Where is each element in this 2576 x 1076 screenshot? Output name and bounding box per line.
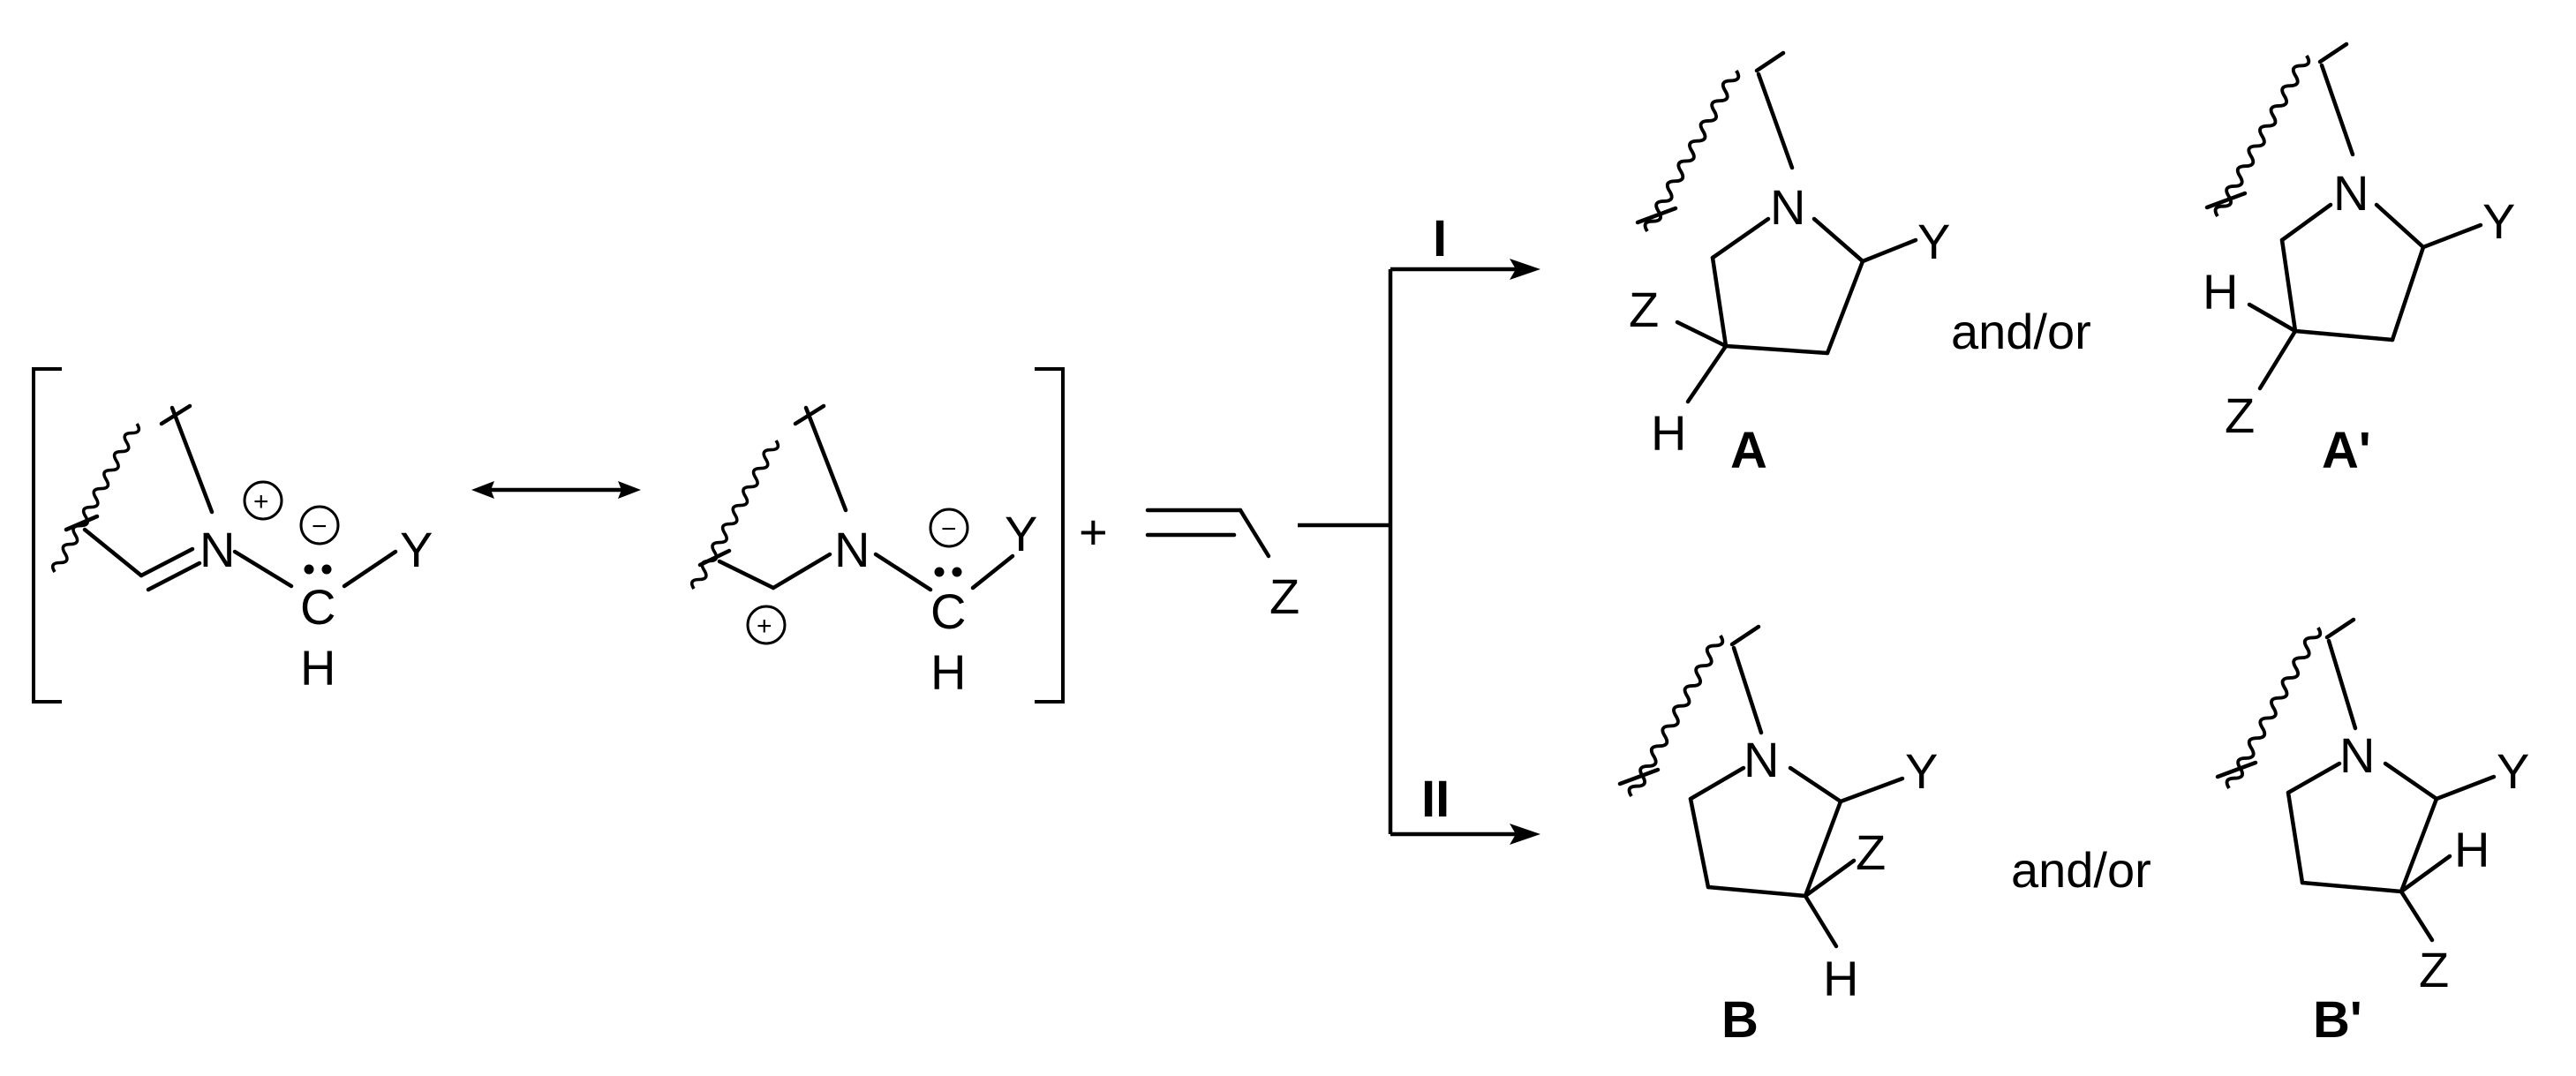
plus-sign: + bbox=[1079, 504, 1108, 560]
z-substituent: Z bbox=[1629, 282, 1659, 337]
product-label-B: B bbox=[1721, 991, 1759, 1049]
svg-text:−: − bbox=[312, 512, 328, 541]
cross-tick bbox=[697, 548, 732, 568]
svg-text:+: + bbox=[757, 612, 772, 641]
resonance-arrow bbox=[471, 481, 641, 499]
lone-pair-dot bbox=[934, 567, 945, 577]
positive-charge bbox=[243, 480, 283, 521]
z-substituent: Z bbox=[2419, 942, 2449, 997]
right-bracket bbox=[1035, 367, 1065, 704]
negative-charge bbox=[929, 508, 969, 548]
hydrogen-atom: H bbox=[2454, 822, 2489, 877]
nitrogen-atom: N bbox=[834, 522, 870, 577]
product-label-A-prime: A' bbox=[2322, 422, 2371, 479]
ylide-form-1: N + − C H Y bbox=[49, 403, 433, 696]
condition-II-label: II bbox=[1421, 771, 1450, 828]
product-B: N Y Z H B bbox=[1617, 624, 1938, 1049]
hydrogen-atom: H bbox=[300, 640, 335, 696]
y-substituent: Y bbox=[400, 522, 433, 577]
hydrogen-atom: H bbox=[930, 644, 966, 700]
ylide-resonance-group: N + − C H Y N bbox=[32, 367, 1065, 704]
nitrogen-atom: N bbox=[1770, 179, 1805, 235]
and-or-connector: and/or bbox=[2011, 842, 2151, 898]
z-substituent: Z bbox=[1269, 568, 1299, 624]
lone-pair-dot bbox=[952, 567, 962, 577]
cross-tick bbox=[793, 403, 826, 426]
nitrogen-atom: N bbox=[1744, 732, 1779, 787]
ylide-form-2: N + − C H Y bbox=[688, 403, 1037, 700]
carbanion-atom: C bbox=[300, 579, 335, 635]
left-bracket bbox=[32, 367, 62, 704]
cross-tick bbox=[159, 403, 192, 426]
condition-I-label: I bbox=[1433, 210, 1447, 267]
ring-fusion-wavy-line bbox=[49, 419, 143, 576]
product-A-prime: N Y H Z A' bbox=[2203, 41, 2515, 479]
product-B-prime: N Y H Z B' bbox=[2215, 617, 2529, 1049]
y-substituent: Y bbox=[1917, 214, 1950, 269]
z-substituent: Z bbox=[1856, 824, 1886, 880]
lone-pair-dot bbox=[321, 564, 332, 575]
svg-text:+: + bbox=[253, 487, 269, 516]
nitrogen-atom: N bbox=[200, 522, 235, 577]
positive-charge bbox=[746, 605, 787, 645]
product-label-A: A bbox=[1730, 422, 1767, 479]
y-substituent: Y bbox=[1005, 506, 1037, 561]
hydrogen-atom: H bbox=[1823, 951, 1858, 1006]
product-label-B-prime: B' bbox=[2313, 991, 2362, 1049]
nitrogen-atom: N bbox=[2333, 165, 2369, 221]
and-or-connector: and/or bbox=[1951, 304, 2091, 359]
y-substituent: Y bbox=[2482, 193, 2515, 249]
imine-double-bond bbox=[139, 546, 195, 578]
y-substituent: Y bbox=[1905, 743, 1938, 799]
svg-text:−: − bbox=[941, 515, 957, 544]
y-substituent: Y bbox=[2497, 743, 2529, 799]
hydrogen-atom: H bbox=[2203, 264, 2238, 320]
lone-pair-dot bbox=[304, 564, 314, 575]
cross-tick bbox=[64, 514, 100, 532]
reaction-branch: I II bbox=[1298, 210, 1540, 845]
hydrogen-atom: H bbox=[1651, 405, 1686, 461]
carbanion-atom: C bbox=[930, 583, 966, 639]
z-substituent: Z bbox=[2225, 388, 2255, 443]
negative-charge bbox=[299, 505, 340, 546]
product-A: N Y Z H A bbox=[1629, 50, 1950, 479]
dipolarophile: Z bbox=[1145, 508, 1299, 624]
nitrogen-atom: N bbox=[2339, 727, 2375, 783]
